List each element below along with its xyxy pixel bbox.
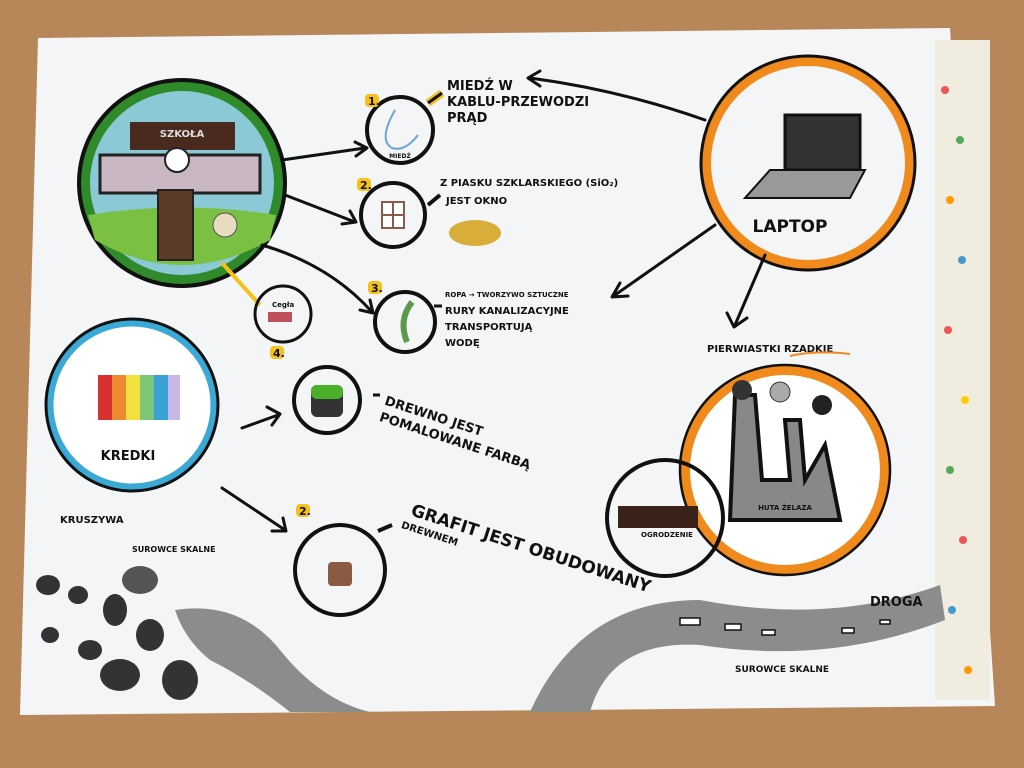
item-number: 2.: [299, 505, 311, 518]
item-text: WODĘ: [445, 338, 480, 349]
decorative-border-strip: [935, 40, 990, 700]
road-right: [530, 585, 945, 712]
cable-icon: [384, 109, 419, 150]
rare-elements-label: PIERWIASTKI RZADKIE: [707, 344, 834, 355]
copper-cable-node: MIEDŹ 1. MIEDŹ W KABLU-PRZEWODZI PRĄD: [365, 78, 589, 165]
aggregate-sub-label: SUROWCE SKALNE: [132, 545, 216, 554]
item-text: PRĄD: [447, 111, 488, 126]
road-label: DROGA: [870, 595, 923, 610]
item-number: 4.: [273, 347, 285, 360]
item-text: TRANSPORTUJĄ: [445, 322, 533, 333]
steelworks-label: HUTA ŻELAZA: [758, 503, 812, 512]
crayons-node: KREDKI: [44, 317, 220, 493]
item-note: ROPA → TWORZYWO SZTUCZNE: [445, 291, 569, 299]
item-text: MIEDŹ W: [447, 78, 513, 94]
window-glass-node: 2. Z PIASKU SZKLARSKIEGO (SiO₂) JEST OKN…: [357, 178, 618, 249]
item-text: RURY KANALIZACYJNE: [445, 306, 569, 317]
border-doodles: [941, 86, 972, 674]
sand-icon: [449, 220, 501, 246]
item-number: 1.: [368, 95, 380, 108]
wood-log-icon: [328, 562, 352, 586]
crayons-label: KREDKI: [101, 449, 156, 464]
laptop-icon: [742, 113, 867, 199]
copper-icon-label: MIEDŹ: [389, 152, 411, 160]
rocks-icon: [36, 566, 198, 700]
crayons-icon: [98, 375, 180, 420]
item-number: 2.: [360, 179, 372, 192]
arrows: [220, 69, 767, 533]
arrow-to-brick: [220, 261, 262, 307]
laptop-node: LAPTOP: [699, 54, 917, 272]
factory-icon: [727, 380, 843, 522]
fence-label: OGRODZENIE: [641, 531, 693, 539]
steelworks-node: HUTA ŻELAZA: [678, 363, 892, 577]
brick-label: Cegła: [272, 301, 294, 309]
pipe-icon: [400, 300, 415, 344]
fence-icon: [618, 506, 698, 528]
brick-node: Cegła 4.: [253, 284, 313, 360]
road-markings: [679, 617, 891, 636]
road-sub-label: SUROWCE SKALNE: [735, 665, 829, 675]
school-label: SZKOŁA: [160, 129, 205, 140]
item-text: KABLU-PRZEWODZI: [447, 95, 589, 110]
aggregate-label: KRUSZYWA: [60, 515, 124, 526]
brick-icon: [268, 312, 292, 322]
item-number: 3.: [371, 282, 383, 295]
road-left: [175, 608, 370, 712]
school-node: SZKOŁA: [77, 78, 287, 288]
fence-node: OGRODZENIE: [605, 458, 725, 578]
item-text: Z PIASKU SZKLARSKIEGO (SiO₂): [440, 178, 618, 189]
pipe-node: 3. ROPA → TWORZYWO SZTUCZNE RURY KANALIZ…: [368, 281, 569, 354]
item-text: JEST OKNO: [445, 196, 507, 207]
laptop-label: LAPTOP: [753, 217, 828, 237]
